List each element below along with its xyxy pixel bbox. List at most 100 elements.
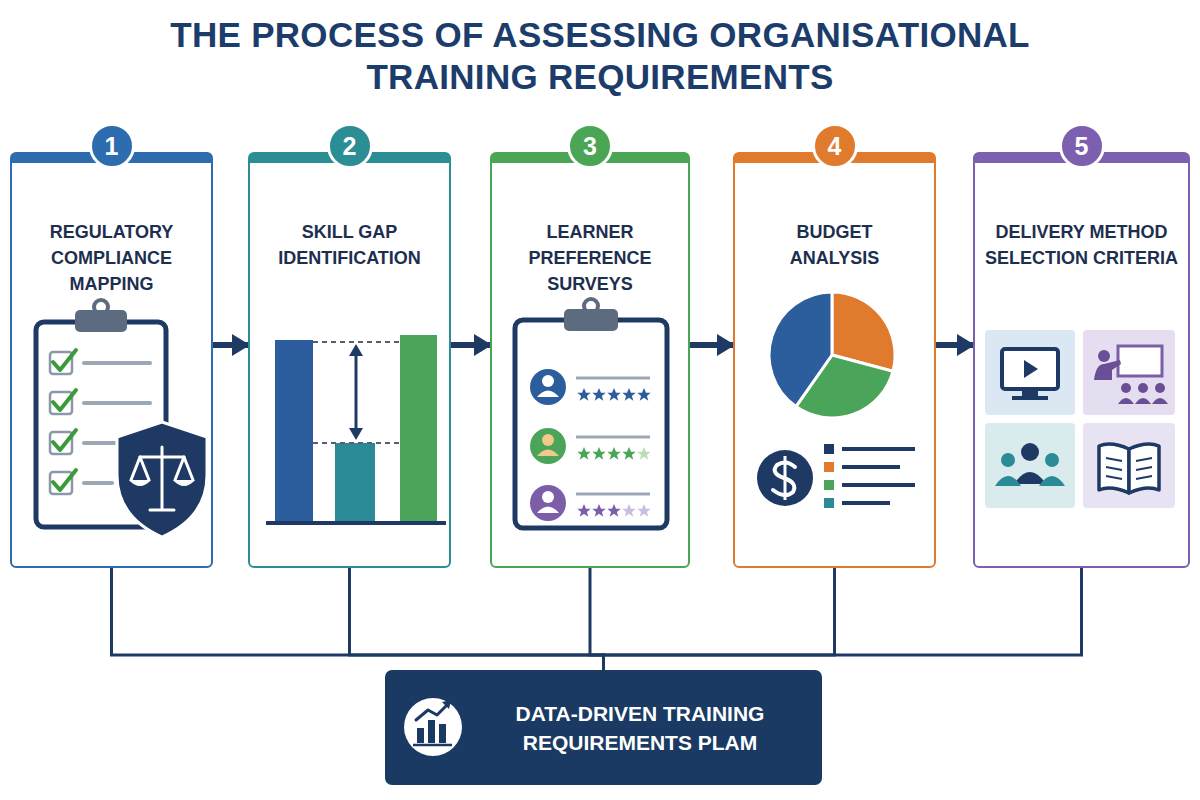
compliance-clipboard-icon [50, 432, 72, 454]
process-step-card: 3LEARNER PREFERENCE SURVEYS [490, 152, 690, 568]
compliance-clipboard-icon [50, 392, 72, 414]
bracket-connector [112, 568, 604, 670]
skill-gap-chart-icon [266, 521, 446, 525]
compliance-clipboard-icon [84, 441, 115, 445]
delivery-methods-icon [1106, 458, 1122, 461]
compliance-clipboard-icon [140, 456, 184, 459]
delivery-methods-icon [1155, 383, 1165, 393]
process-step-card: 4BUDGET ANALYSIS [733, 152, 936, 568]
survey-clipboard-icon [576, 493, 650, 496]
delivery-methods-icon [985, 423, 1075, 508]
survey-clipboard-icon [637, 447, 650, 460]
compliance-clipboard-icon [53, 470, 76, 490]
survey-clipboard-icon [622, 388, 635, 401]
delivery-methods-icon [1136, 458, 1152, 461]
survey-clipboard-icon [542, 434, 554, 446]
compliance-clipboard-icon [36, 300, 207, 537]
survey-clipboard-icon [584, 299, 598, 313]
delivery-methods-icon [1118, 346, 1162, 376]
survey-clipboard-icon [607, 504, 620, 517]
delivery-methods-icon [1136, 467, 1152, 470]
step-number: 5 [1059, 123, 1105, 169]
delivery-methods-icon [1094, 360, 1121, 380]
delivery-methods-icon [1021, 443, 1039, 461]
delivery-methods-icon [1106, 458, 1152, 479]
process-step-card: 1REGULATORY COMPLIANCE MAPPING [10, 152, 213, 568]
delivery-methods-icon [1083, 330, 1175, 415]
delivery-methods-icon [995, 476, 1021, 486]
budget-pie-icon [824, 498, 834, 508]
growth-chart-icon [416, 703, 449, 720]
growth-chart-icon [439, 724, 446, 743]
flow-arrow [213, 342, 248, 348]
step-heading: SKILL GAP IDENTIFICATION [266, 219, 434, 271]
survey-clipboard-icon [592, 388, 605, 401]
compliance-clipboard-icon [175, 457, 193, 480]
delivery-methods-icon [1138, 383, 1148, 393]
delivery-methods-icon [1022, 391, 1038, 397]
result-text: DATA-DRIVEN TRAINING REQUIREMENTS PLAM [470, 698, 810, 757]
budget-pie-icon [824, 444, 834, 454]
delivery-methods-icon [1118, 398, 1168, 404]
survey-clipboard-icon [577, 504, 590, 517]
compliance-clipboard-icon [84, 361, 150, 365]
step-heading: LEARNER PREFERENCE SURVEYS [510, 219, 670, 297]
compliance-clipboard-icon [84, 481, 112, 485]
survey-clipboard-icon [607, 447, 620, 460]
diagram-title: THE PROCESS OF ASSESSING ORGANISATIONAL … [100, 14, 1100, 98]
growth-chart-icon [404, 698, 462, 756]
survey-clipboard-icon [530, 369, 566, 405]
compliance-clipboard-icon [161, 447, 164, 508]
survey-clipboard-icon [592, 447, 605, 460]
survey-clipboard-icon [577, 447, 635, 460]
growth-chart-icon [428, 720, 435, 743]
delivery-methods-icon [1039, 476, 1065, 486]
delivery-methods-icon [985, 330, 1175, 508]
step-heading: DELIVERY METHOD SELECTION CRITERIA [984, 219, 1180, 271]
delivery-methods-icon [1098, 350, 1110, 362]
compliance-clipboard-icon [50, 350, 150, 494]
skill-gap-chart-icon [313, 442, 400, 444]
delivery-methods-icon [1136, 476, 1152, 479]
survey-clipboard-icon [537, 450, 559, 457]
bracket-connector [350, 568, 604, 670]
step-heading: BUDGET ANALYSIS [760, 219, 910, 271]
survey-clipboard-icon [537, 391, 559, 398]
step-number: 2 [327, 123, 373, 169]
delivery-methods-icon [1099, 444, 1129, 493]
budget-pie-icon [757, 450, 813, 506]
survey-clipboard-icon [515, 299, 667, 528]
delivery-methods-icon [1014, 472, 1046, 484]
survey-clipboard-icon [577, 388, 590, 401]
flow-arrow [690, 342, 733, 348]
compliance-clipboard-icon [53, 390, 76, 410]
step-number: 1 [89, 123, 135, 169]
budget-pie-icon [769, 292, 832, 407]
budget-pie-icon [796, 355, 893, 418]
compliance-clipboard-icon [36, 322, 166, 527]
step-heading: REGULATORY COMPLIANCE MAPPING [28, 219, 196, 297]
compliance-clipboard-icon [50, 472, 72, 494]
skill-gap-chart-icon [349, 344, 363, 356]
survey-clipboard-icon [576, 377, 650, 380]
survey-clipboard-icon [577, 388, 650, 401]
budget-pie-icon [757, 292, 915, 508]
delivery-methods-icon [1121, 383, 1131, 393]
budget-pie-icon [824, 480, 834, 490]
delivery-methods-icon [1024, 360, 1038, 378]
step-number: 3 [567, 123, 613, 169]
delivery-methods-icon [1129, 444, 1159, 493]
process-step-card: 5DELIVERY METHOD SELECTION CRITERIA [973, 152, 1190, 568]
survey-clipboard-icon [530, 428, 566, 464]
survey-clipboard-icon [576, 436, 650, 439]
growth-chart-icon [442, 700, 451, 709]
skill-gap-chart-icon [275, 340, 313, 522]
skill-gap-chart-icon [355, 352, 358, 432]
survey-clipboard-icon [530, 485, 566, 521]
survey-clipboard-icon [637, 388, 650, 401]
compliance-clipboard-icon [53, 350, 76, 370]
budget-pie-icon [773, 462, 795, 495]
budget-pie-icon [842, 447, 915, 451]
